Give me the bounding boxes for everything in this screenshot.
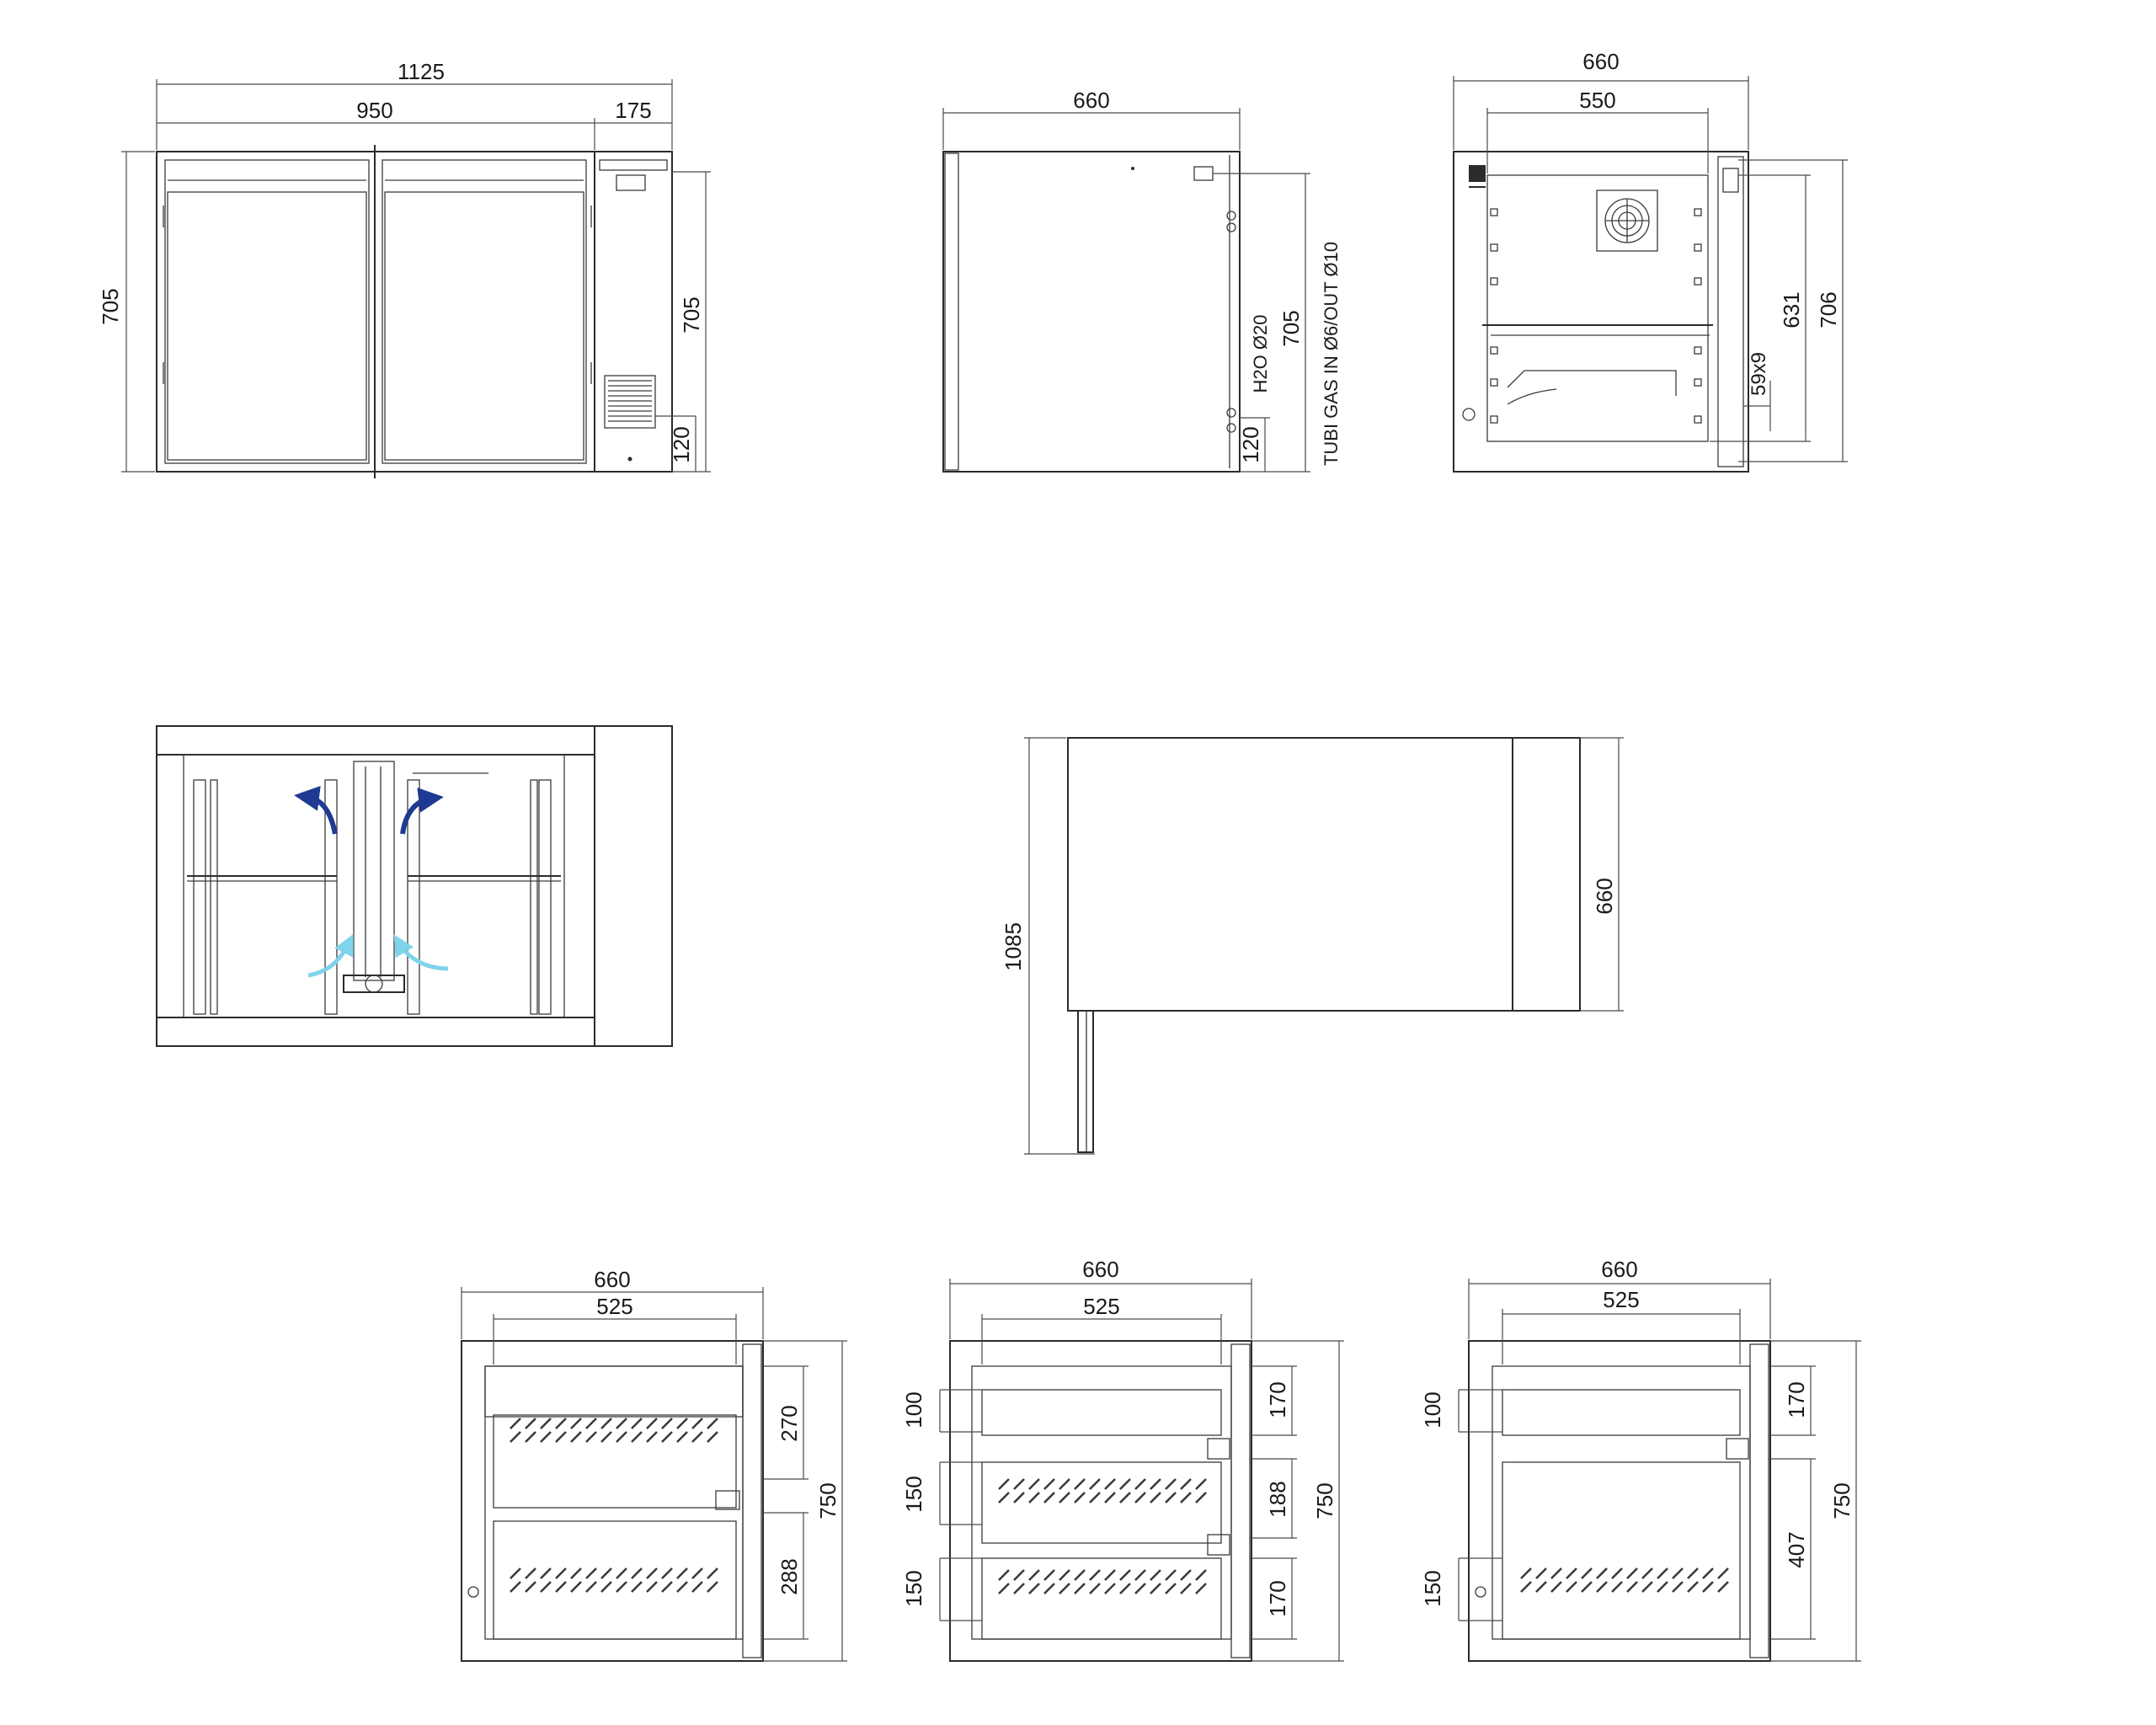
dim-overall-width: 1125 bbox=[398, 59, 445, 84]
dim-door-width: 950 bbox=[356, 98, 392, 123]
dim-b-right-mid: 188 bbox=[1265, 1481, 1290, 1517]
dim-a-inner: 525 bbox=[596, 1294, 632, 1319]
drawer-config-a: 660 525 270 288 750 bbox=[461, 1267, 847, 1662]
dim-b-left-mid: 150 bbox=[901, 1476, 926, 1512]
door-open-view: 1085 660 bbox=[1001, 737, 1624, 1155]
dim-b-right-bottom: 170 bbox=[1265, 1580, 1290, 1616]
dim-a-upper: 270 bbox=[776, 1405, 802, 1441]
dim-grille: 120 bbox=[669, 426, 694, 462]
dim-c-right-bottom: 407 bbox=[1784, 1531, 1809, 1567]
dim-side-connection: 120 bbox=[1238, 426, 1263, 462]
dim-a-lower: 288 bbox=[776, 1558, 802, 1594]
cold-air-arrow-left bbox=[307, 933, 354, 978]
dim-section-outer-depth: 660 bbox=[1582, 49, 1619, 74]
dim-door-depth: 660 bbox=[1592, 878, 1617, 914]
dim-b-left-bottom: 150 bbox=[901, 1570, 926, 1606]
dim-side-depth: 660 bbox=[1073, 88, 1109, 113]
dim-c-left-bottom: 150 bbox=[1420, 1570, 1445, 1606]
dim-a-outer: 660 bbox=[594, 1267, 630, 1292]
dim-door-projection: 1085 bbox=[1001, 922, 1026, 971]
dim-height-left: 705 bbox=[98, 288, 123, 324]
dim-side-height: 705 bbox=[1278, 310, 1304, 346]
front-view: 1125 950 175 705 705 120 bbox=[98, 59, 711, 478]
dim-b-outer: 660 bbox=[1082, 1257, 1118, 1282]
dim-section-handle: 59x9 bbox=[1748, 352, 1770, 396]
dim-section-outer-height: 706 bbox=[1816, 291, 1841, 328]
dim-c-left-top: 100 bbox=[1420, 1391, 1445, 1428]
dim-c-inner: 525 bbox=[1603, 1287, 1639, 1312]
dim-c-height: 750 bbox=[1829, 1482, 1854, 1519]
control-display bbox=[616, 174, 646, 191]
section-view: 660 550 631 706 59x9 bbox=[1453, 49, 1848, 473]
dim-height-right: 705 bbox=[679, 296, 704, 333]
dim-b-right-top: 170 bbox=[1265, 1381, 1290, 1418]
drawer-config-c: 660 525 100 150 170 407 750 bbox=[1420, 1257, 1861, 1662]
label-gas-pipes: TUBI GAS IN Ø6/OUT Ø10 bbox=[1321, 242, 1342, 466]
ventilation-grille bbox=[604, 375, 656, 429]
dim-a-height: 750 bbox=[815, 1482, 841, 1519]
dim-b-left-top: 100 bbox=[901, 1391, 926, 1428]
airflow-view bbox=[156, 725, 673, 1047]
dim-section-inner-height: 631 bbox=[1779, 291, 1804, 328]
dim-unit-width: 175 bbox=[615, 98, 651, 123]
dim-c-outer: 660 bbox=[1601, 1257, 1637, 1282]
hot-air-arrow-right bbox=[400, 787, 444, 835]
dim-c-right-top: 170 bbox=[1784, 1381, 1809, 1418]
dim-b-inner: 525 bbox=[1083, 1294, 1119, 1319]
side-view: 660 705 120 H2O Ø20 TUBI GAS IN Ø6/OUT Ø… bbox=[942, 88, 1342, 473]
label-water-connection: H2O Ø20 bbox=[1250, 315, 1271, 393]
drawer-config-b: 660 525 100 150 150 170 188 170 750 bbox=[901, 1257, 1344, 1662]
dim-section-inner-depth: 550 bbox=[1579, 88, 1615, 113]
dim-b-height: 750 bbox=[1312, 1482, 1337, 1519]
cold-air-arrow-right bbox=[393, 934, 449, 971]
hot-air-arrow-left bbox=[294, 785, 338, 835]
